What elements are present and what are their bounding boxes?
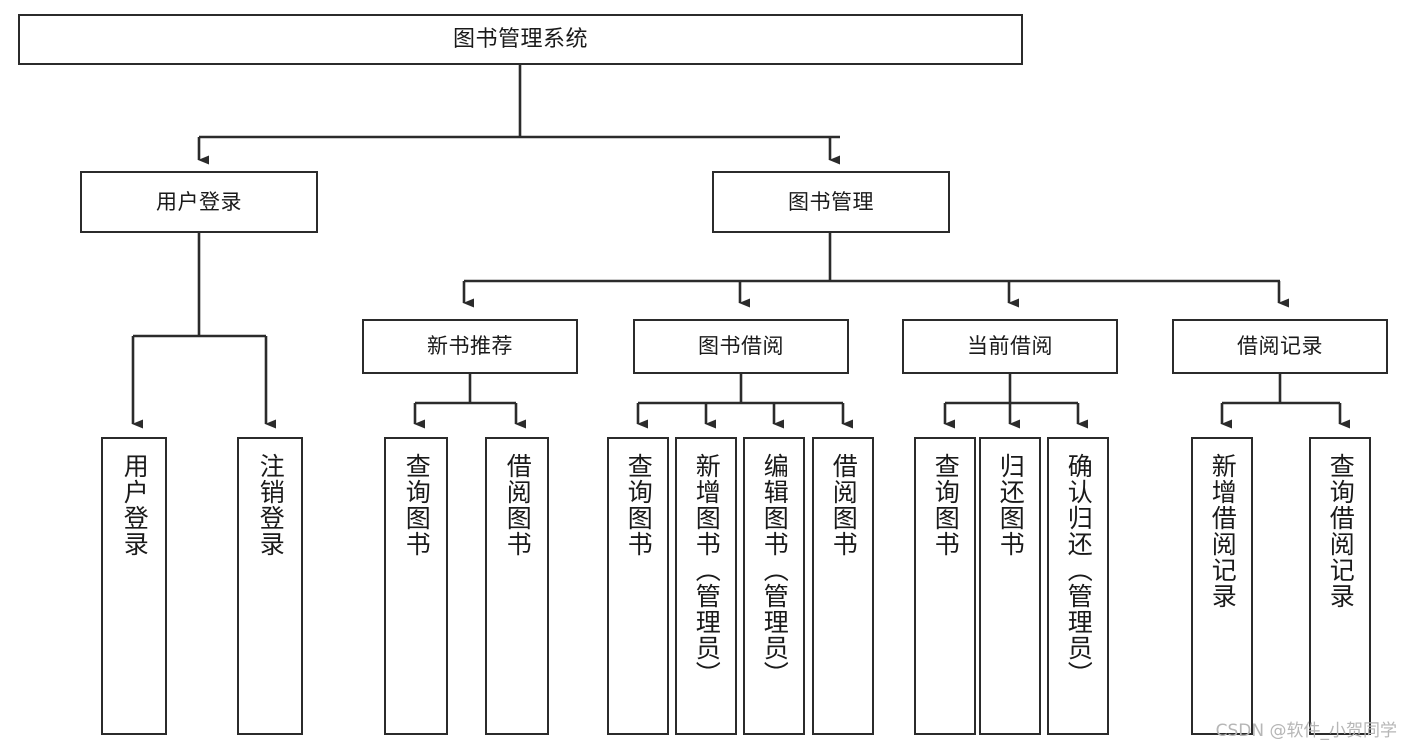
node-label: 新增借阅记录 [1208,453,1238,609]
leaf-user-login[interactable]: 用户登录 [101,437,167,735]
node-label: 当前借阅 [967,334,1053,359]
leaf-edit-book-admin[interactable]: 编辑图书（管理员） [743,437,805,735]
leaf-logout[interactable]: 注销登录 [237,437,303,735]
node-label: 图书管理系统 [452,26,588,52]
node-borrow-records[interactable]: 借阅记录 [1172,319,1388,374]
leaf-borrow-book-recommend[interactable]: 借阅图书 [485,437,549,735]
node-book-borrow[interactable]: 图书借阅 [633,319,849,374]
node-user-login[interactable]: 用户登录 [80,171,318,233]
leaf-query-book-current[interactable]: 查询图书 [914,437,976,735]
leaf-return-book[interactable]: 归还图书 [979,437,1041,735]
csdn-watermark: CSDN @软件_小贺同学 [1215,721,1397,741]
leaf-add-book-admin[interactable]: 新增图书（管理员） [675,437,737,735]
node-label: 确认归还（管理员） [1064,453,1094,687]
node-label: 归还图书 [996,453,1026,557]
node-label: 图书管理 [788,189,874,214]
node-label: 查询图书 [624,453,654,557]
leaf-query-borrow-record[interactable]: 查询借阅记录 [1309,437,1371,735]
node-new-book-recommend[interactable]: 新书推荐 [362,319,578,374]
node-label: 借阅图书 [829,453,859,557]
node-label: 查询图书 [402,453,432,557]
node-label: 借阅图书 [503,453,533,557]
node-label: 借阅记录 [1237,334,1323,359]
node-label: 用户登录 [120,453,150,557]
leaf-query-book-recommend[interactable]: 查询图书 [384,437,448,735]
node-label: 图书借阅 [698,334,784,359]
node-label: 用户登录 [156,189,242,214]
node-root-system[interactable]: 图书管理系统 [18,14,1023,65]
node-label: 新增图书（管理员） [692,453,722,687]
node-label: 编辑图书（管理员） [760,453,790,687]
leaf-confirm-return-admin[interactable]: 确认归还（管理员） [1047,437,1109,735]
node-label: 新书推荐 [427,334,513,359]
node-label: 查询图书 [931,453,961,557]
node-book-management[interactable]: 图书管理 [712,171,950,233]
node-label: 注销登录 [256,453,286,557]
leaf-borrow-book[interactable]: 借阅图书 [812,437,874,735]
leaf-add-borrow-record[interactable]: 新增借阅记录 [1191,437,1253,735]
node-current-borrow[interactable]: 当前借阅 [902,319,1118,374]
leaf-query-book-borrow[interactable]: 查询图书 [607,437,669,735]
node-label: 查询借阅记录 [1326,453,1356,609]
